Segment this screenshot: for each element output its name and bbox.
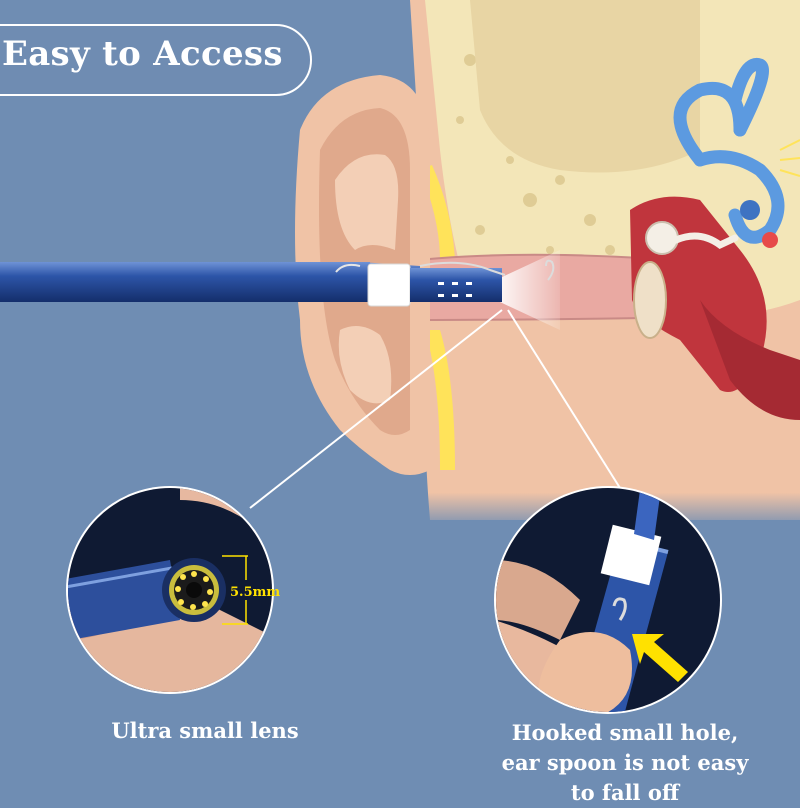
hook-caption-line-2: ear spoon is not easy — [501, 750, 749, 775]
hook-caption-line-3: to fall off — [570, 780, 680, 805]
head-cross-section — [399, 0, 800, 530]
cochlea — [673, 58, 785, 244]
arrow-icon — [632, 634, 688, 682]
hook-callout-circle — [494, 486, 722, 714]
page-title: Easy to Access — [2, 34, 283, 74]
hook-caption: Hooked small hole, ear spoon is not easy… — [470, 718, 780, 808]
hook-caption-line-1: Hooked small hole, — [511, 720, 739, 745]
title-pill — [0, 24, 312, 96]
lens-callout-circle: 5.5mm — [66, 486, 280, 694]
lens-diameter-label: 5.5mm — [230, 585, 280, 600]
light-beam — [500, 250, 560, 330]
lens-caption: Ultra small lens — [111, 718, 299, 743]
callout-lines — [249, 309, 621, 509]
endoscope-probe — [0, 259, 555, 307]
